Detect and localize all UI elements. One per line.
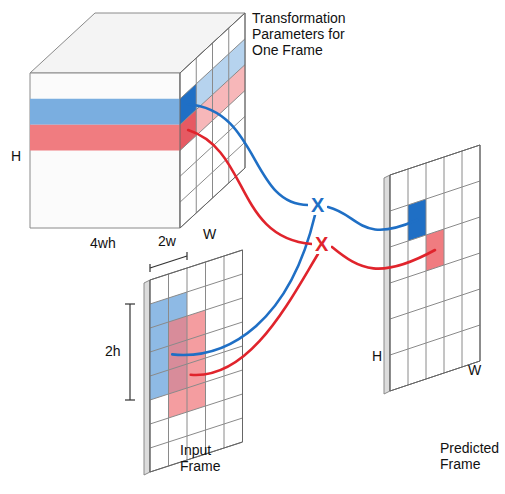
block-side-outline — [180, 13, 245, 228]
blue-param-curve — [188, 104, 308, 205]
grid-line — [168, 274, 169, 466]
grid-line — [150, 394, 243, 424]
multiply-symbol: X — [308, 195, 327, 215]
grid-line — [390, 181, 480, 211]
predicted-frame — [384, 145, 480, 394]
blue-output-curve — [328, 207, 417, 230]
block-title: Transformation Parameters for One Frame — [252, 10, 370, 58]
grid-line — [150, 274, 243, 304]
grid-line — [390, 289, 480, 319]
dimension-label: W — [468, 362, 481, 378]
grid-line — [390, 325, 480, 355]
grid-line — [390, 253, 480, 283]
grid-line — [150, 322, 243, 352]
input-frame — [144, 250, 243, 475]
frame-outline — [150, 250, 243, 472]
frame-caption: Predicted Frame — [440, 440, 502, 472]
dimension-label: 2w — [158, 233, 176, 249]
bracket-tick — [149, 264, 150, 272]
red-input-curve — [191, 254, 318, 375]
red-param-curve — [188, 130, 312, 244]
grid-line — [212, 43, 213, 198]
dimension-label: H — [11, 148, 21, 164]
grid-line — [150, 298, 243, 328]
grid-line — [196, 58, 197, 213]
blue-input-curve — [172, 215, 315, 355]
grid-line — [224, 256, 225, 448]
frame-caption: Input Frame — [180, 442, 240, 474]
frame-outline — [390, 145, 480, 391]
flow-curves — [172, 104, 435, 375]
width-bracket — [150, 256, 187, 268]
grid-line — [408, 169, 409, 385]
dimension-label: W — [203, 226, 216, 242]
block-side-face — [180, 13, 245, 228]
multiply-symbol: X — [312, 234, 331, 254]
red-slab-front — [30, 125, 180, 151]
block-front-face — [30, 73, 180, 228]
grid-line — [205, 262, 206, 454]
grid-line — [426, 163, 427, 379]
frame-edge — [384, 175, 390, 394]
red-output-curve — [332, 247, 435, 269]
dimension-label: 4wh — [90, 235, 116, 251]
grid-line — [150, 346, 243, 376]
parameter-block — [30, 13, 245, 228]
height-bracket — [129, 304, 130, 400]
bracket-tick — [125, 303, 135, 304]
dimension-label: H — [372, 348, 382, 364]
grid-line — [444, 157, 445, 373]
frame-plane — [390, 145, 480, 391]
grid-line — [390, 217, 480, 247]
grid-line — [462, 151, 463, 367]
dimension-label: 2h — [105, 343, 121, 359]
grid-line — [187, 268, 188, 460]
frame-plane — [150, 250, 243, 472]
frame-edge — [144, 280, 150, 475]
grid-line — [228, 28, 229, 183]
dimension-bracket — [125, 252, 187, 400]
bracket-tick — [125, 399, 135, 400]
bracket-tick — [186, 252, 187, 260]
blue-slab-front — [30, 99, 180, 125]
